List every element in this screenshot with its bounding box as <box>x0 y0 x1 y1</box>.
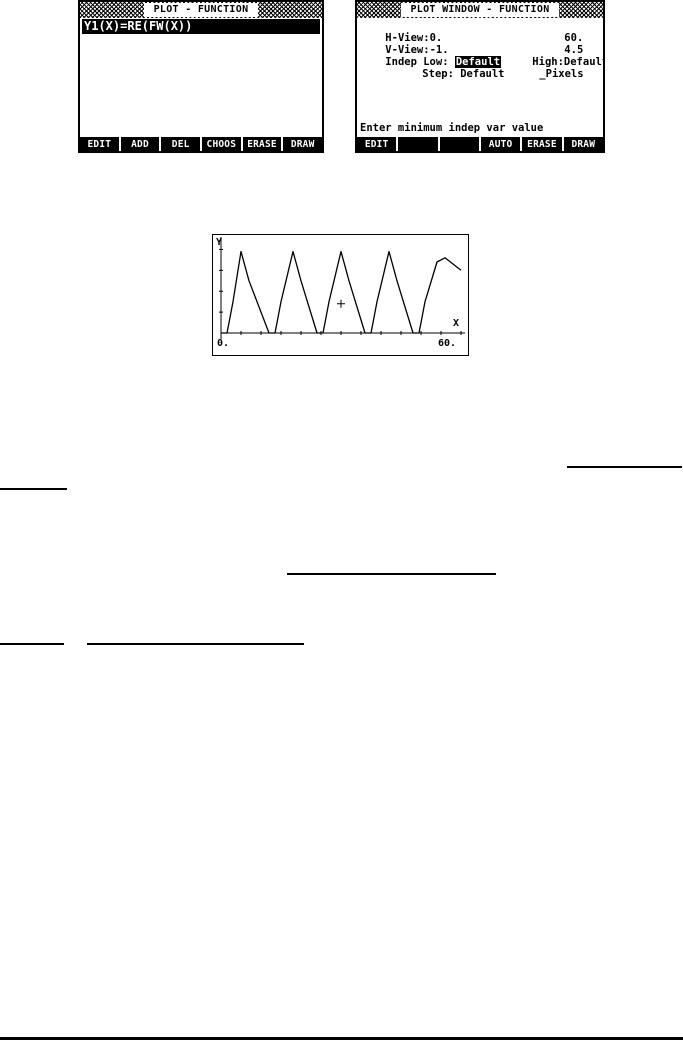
plot-display[interactable]: Y X 0. 60. <box>212 234 469 356</box>
softkey-add[interactable]: ADD <box>120 137 160 151</box>
plot-function-titlebar: PLOT - FUNCTION <box>80 2 322 18</box>
step-field[interactable]: Default <box>460 68 505 80</box>
underline-2 <box>287 573 496 575</box>
softkey-erase[interactable]: ERASE <box>522 137 562 151</box>
step-label: Step: <box>422 68 454 80</box>
high-label: High: <box>532 56 564 68</box>
x-min-label: 0. <box>217 338 230 349</box>
softkey-blank-2 <box>439 137 479 151</box>
indep-low-label: Indep Low: <box>385 56 449 68</box>
indep-row: Indep Low: Default <box>360 44 502 80</box>
plot-window-titlebar: PLOT WINDOW - FUNCTION <box>357 2 603 18</box>
h-view-row: H-View:0. <box>360 20 442 56</box>
softkey-blank-1 <box>398 137 438 151</box>
plot-function-softkey-menu: EDIT ADD DEL CHOOS ERASE DRAW <box>80 137 322 151</box>
plot-function-screen: PLOT - FUNCTION Y1(X)=RE(FW(X)) EDIT ADD… <box>78 0 324 153</box>
step-row: Step: Default <box>397 56 505 92</box>
equation-entry[interactable]: Y1(X)=RE(FW(X)) <box>82 19 320 34</box>
v-view-row: V-View:-1. <box>360 32 449 68</box>
softkey-del[interactable]: DEL <box>161 137 201 151</box>
softkey-auto[interactable]: AUTO <box>480 137 521 151</box>
h-view-max-field[interactable]: 60. <box>564 32 584 44</box>
v-view-min-field[interactable]: -1. <box>429 44 449 56</box>
plot-function-title: PLOT - FUNCTION <box>144 3 258 17</box>
function-curve <box>221 250 462 334</box>
softkey-choos[interactable]: CHOOS <box>202 137 241 151</box>
softkey-draw[interactable]: DRAW <box>283 137 322 151</box>
x-max-label: 60. <box>438 338 457 349</box>
softkey-draw[interactable]: DRAW <box>563 137 603 151</box>
page-bottom-rule <box>0 1037 683 1040</box>
underline-3a <box>0 643 64 645</box>
underline-1a <box>567 466 682 468</box>
high-field[interactable]: Default <box>563 56 605 68</box>
underline-3b <box>87 643 304 645</box>
crosshair-cursor-icon[interactable] <box>337 299 345 308</box>
y-axis-label: Y <box>216 237 223 248</box>
softkey-erase[interactable]: ERASE <box>242 137 282 151</box>
x-axis-label: X <box>453 318 460 329</box>
softkey-edit[interactable]: EDIT <box>80 137 119 151</box>
h-view-label: H-View: <box>385 32 430 44</box>
plot-window-screen: PLOT WINDOW - FUNCTION H-View:0. 60. V-V… <box>355 0 605 153</box>
underline-1b <box>0 488 67 490</box>
plot-window-title: PLOT WINDOW - FUNCTION <box>401 3 559 17</box>
softkey-edit[interactable]: EDIT <box>357 137 397 151</box>
h-view-min-field[interactable]: 0. <box>429 32 443 44</box>
plot-canvas <box>219 237 465 339</box>
plot-window-softkey-menu: EDIT AUTO ERASE DRAW <box>357 137 603 151</box>
v-view-max-field[interactable]: 4.5 <box>564 44 584 56</box>
status-line: Enter minimum indep var value <box>360 122 544 134</box>
indep-low-field[interactable]: Default <box>454 56 502 68</box>
pixels-checkbox[interactable]: _Pixels <box>539 68 584 80</box>
v-view-label: V-View: <box>385 44 430 56</box>
